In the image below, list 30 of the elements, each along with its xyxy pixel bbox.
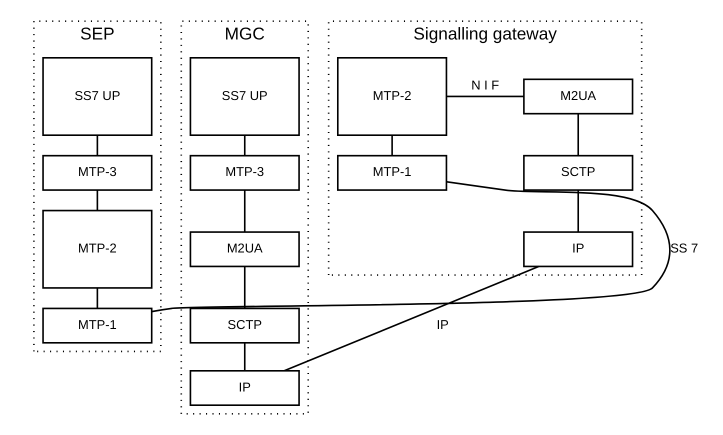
connector: [243, 190, 246, 232]
node-box: SCTP: [189, 308, 300, 344]
node-box: IP: [189, 370, 300, 406]
node-box: MTP-3: [189, 154, 300, 191]
connector: [243, 266, 246, 308]
connector: [243, 136, 246, 156]
node-box: M2UA: [189, 231, 300, 268]
node-box: MTP-2: [336, 56, 447, 136]
node-box: IP: [522, 231, 633, 268]
node-box: MTP-3: [42, 154, 152, 191]
connector: [96, 136, 98, 156]
node-box: SS7 UP: [42, 56, 152, 136]
edge-label: IP: [436, 316, 448, 332]
connector: [576, 190, 579, 232]
node-box: SCTP: [522, 154, 633, 191]
connector: [283, 266, 538, 372]
node-box: MTP-1: [336, 154, 447, 191]
node-box: MTP-2: [42, 210, 152, 289]
connector: [390, 136, 392, 156]
edge-label: N I F: [470, 78, 499, 93]
connector: [96, 288, 98, 308]
node-box: MTP-1: [42, 308, 152, 344]
node-box: SS7 UP: [189, 56, 300, 136]
connector: [446, 96, 524, 98]
connector: [576, 114, 579, 156]
connector: [151, 180, 670, 312]
connector: [243, 342, 246, 371]
edge-label: SS 7: [670, 240, 698, 256]
node-box: M2UA: [522, 78, 633, 114]
connector: [96, 190, 98, 210]
